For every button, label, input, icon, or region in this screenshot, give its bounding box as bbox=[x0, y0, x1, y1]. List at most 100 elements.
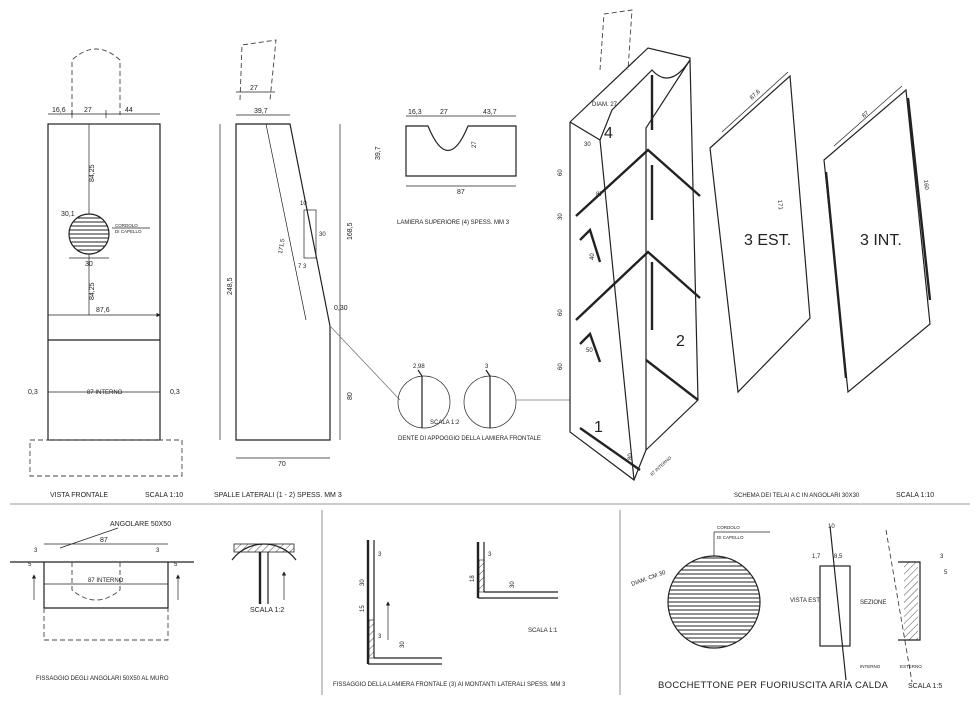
dim-ff-15: 15 bbox=[360, 605, 366, 612]
dim-0-3-left: 0,3 bbox=[28, 389, 38, 396]
part-2: 2 bbox=[676, 333, 685, 350]
dim-f-50: 50 bbox=[586, 348, 593, 354]
support-tooth-scale: SCALA 1:2 bbox=[430, 420, 460, 426]
dim-70: 70 bbox=[278, 461, 286, 468]
dim-ff-18: 18 bbox=[470, 575, 476, 582]
dim-ff-30-b: 30 bbox=[400, 641, 406, 648]
dim-diam-27: DIAM. 27 bbox=[592, 102, 618, 108]
dim-top-27: 27 bbox=[440, 109, 448, 116]
dim-7-3: 7 3 bbox=[298, 264, 307, 270]
wall-fixing-title: FISSAGGIO DEGLI ANGOLARI 50X50 AL MURO bbox=[36, 676, 169, 682]
side-panels-title: SPALLE LATERALI (1 - 2) SPESS. MM 3 bbox=[214, 492, 342, 499]
front-view: CORDOLO DI CAPELLO 16,6 27 44 84,25 84,2… bbox=[28, 48, 183, 499]
dim-16-3: 16,3 bbox=[408, 109, 422, 116]
dim-f-60-a: 60 bbox=[558, 309, 564, 316]
dim-39-7-top: 39,7 bbox=[375, 146, 382, 160]
dim-248-5: 248,5 bbox=[227, 277, 234, 295]
dim-171-5: 171,5 bbox=[278, 238, 287, 254]
panel-3-est: 87,6 171 3 EST. bbox=[709, 71, 811, 394]
frame-schema-title: SCHEMA DEI TELAI A C IN ANGOLARI 30X30 bbox=[734, 493, 860, 499]
dim-87-6-est: 87,6 bbox=[749, 89, 762, 102]
dim-80: 80 bbox=[347, 392, 354, 400]
front-plate-fixing-scale: SCALA 1:1 bbox=[528, 628, 558, 634]
dim-87-6: 87,6 bbox=[96, 307, 110, 314]
dim-ff-3-a: 3 bbox=[378, 552, 382, 558]
outlet-note-2: DI CAPELLO bbox=[717, 535, 744, 540]
dim-10: 10 bbox=[300, 201, 307, 207]
dim-out-1-7: 1,7 bbox=[812, 554, 821, 560]
dim-wall-5-r: 5 bbox=[174, 562, 178, 568]
dim-0-3-right: 0,3 bbox=[170, 389, 180, 396]
wall-detail-scale: SCALA 1:2 bbox=[250, 607, 284, 614]
dim-168-5: 168,5 bbox=[347, 222, 354, 240]
dim-f-87-interno: 87 INTERNO bbox=[649, 455, 672, 477]
dim-wall-5-l: 5 bbox=[28, 562, 32, 568]
note-front-1: CORDOLO bbox=[115, 223, 138, 228]
dim-27: 27 bbox=[84, 107, 92, 114]
outlet-diameter: DIAM. CM 30 bbox=[631, 570, 668, 588]
part-1: 1 bbox=[594, 419, 603, 436]
top-plate-view: 16,3 27 43,7 39,7 27 87 LAMIERA SUPERIOR… bbox=[375, 109, 517, 226]
outlet-scale: SCALA 1:5 bbox=[908, 683, 942, 690]
dim-84-25-a: 84,25 bbox=[89, 164, 96, 182]
top-plate-title: LAMIERA SUPERIORE (4) SPESS. MM 3 bbox=[397, 220, 510, 226]
dim-wall-87: 87 bbox=[100, 537, 108, 544]
panel-int-label: 3 INT. bbox=[860, 232, 902, 249]
dim-ff-30: 30 bbox=[360, 579, 366, 586]
outlet-interno: INTERNO bbox=[860, 664, 881, 669]
dim-16-6: 16,6 bbox=[52, 107, 66, 114]
section-dividers bbox=[10, 503, 970, 695]
dim-30-slot: 30 bbox=[319, 232, 326, 238]
dim-f-80: 80 bbox=[628, 453, 634, 460]
outlet-title: BOCCHETTONE PER FUORIUSCITA ARIA CALDA bbox=[658, 680, 888, 691]
wall-fixing-view: 87 87 INTERNO ANGOLARE 50X50 3 3 5 5 SCA… bbox=[10, 521, 297, 682]
dim-44: 44 bbox=[125, 107, 133, 114]
dim-out-10: 10 bbox=[828, 524, 835, 530]
dim-top-87: 87 bbox=[457, 189, 465, 196]
dim-87-interno: 87 INTERNO bbox=[87, 390, 123, 396]
dim-f-60-b: 60 bbox=[558, 363, 564, 370]
dim-out-5: 5 bbox=[944, 570, 948, 576]
dim-30-1: 30,1 bbox=[61, 211, 75, 218]
dim-f-30: 30 bbox=[558, 213, 564, 220]
dim-wall-87-interno: 87 INTERNO bbox=[88, 578, 124, 584]
dim-f-40: 40 bbox=[590, 253, 596, 260]
dim-side-27: 27 bbox=[250, 85, 258, 92]
dim-ff-30-c: 30 bbox=[510, 581, 516, 588]
front-plate-fixing-title: FISSAGGIO DELLA LAMIERA FRONTALE (3) AI … bbox=[333, 682, 566, 688]
dim-39-7: 39,7 bbox=[254, 108, 268, 115]
dim-tooth-3: 3 bbox=[485, 364, 489, 370]
outlet-esterno: ESTERNO bbox=[900, 664, 922, 669]
support-tooth-detail: 2,98 3 SCALA 1:2 DENTE DI APPOGGIO DELLA… bbox=[329, 325, 570, 442]
dim-43-7: 43,7 bbox=[483, 109, 497, 116]
dim-f-30-b: 30 bbox=[584, 142, 591, 148]
dim-out-8-5: 8,5 bbox=[834, 554, 843, 560]
dim-ff-3-c: 3 bbox=[488, 552, 492, 558]
frame-schema-scale: SCALA 1:10 bbox=[896, 492, 934, 499]
dim-top-27v: 27 bbox=[472, 141, 478, 148]
frame-exploded-view: 4 2 1 DIAM. 27 30 60 60 60 30 40 50 87 8… bbox=[558, 9, 701, 481]
note-front-2: DI CAPELLO bbox=[115, 229, 142, 234]
hot-air-outlet-view: CORDOLO DI CAPELLO DIAM. CM 30 10 1,7 8,… bbox=[631, 524, 948, 691]
dim-wall-3-r: 3 bbox=[156, 548, 160, 554]
dim-84-25-b: 84,25 bbox=[89, 282, 96, 300]
dim-160-int: 160 bbox=[922, 180, 929, 191]
dim-87-int: 87 bbox=[861, 110, 870, 119]
dim-2-98: 2,98 bbox=[413, 364, 425, 370]
dim-171-est: 171 bbox=[776, 200, 783, 211]
front-view-scale: SCALA 1:10 bbox=[145, 492, 183, 499]
dim-ff-3-b: 3 bbox=[378, 634, 382, 640]
outlet-view-est: VISTA EST. bbox=[790, 598, 821, 604]
front-plate-fixing-view: 3 3 15 30 30 3 18 30 SCALA 1:1 FISSAGGIO… bbox=[333, 540, 566, 688]
dim-out-3: 3 bbox=[940, 554, 944, 560]
panel-est-label: 3 EST. bbox=[744, 232, 791, 249]
dim-wall-3-l: 3 bbox=[34, 548, 38, 554]
dim-f-60-c: 60 bbox=[558, 169, 564, 176]
side-panels-view: 27 39,7 248,5 168,5 80 0,30 171,5 10 30 … bbox=[214, 39, 354, 499]
front-view-title: VISTA FRONTALE bbox=[50, 492, 108, 499]
wall-angle-label: ANGOLARE 50X50 bbox=[110, 521, 171, 528]
outlet-note-1: CORDOLO bbox=[717, 525, 740, 530]
dim-0-30: 0,30 bbox=[334, 305, 348, 312]
dim-30: 30 bbox=[85, 261, 93, 268]
